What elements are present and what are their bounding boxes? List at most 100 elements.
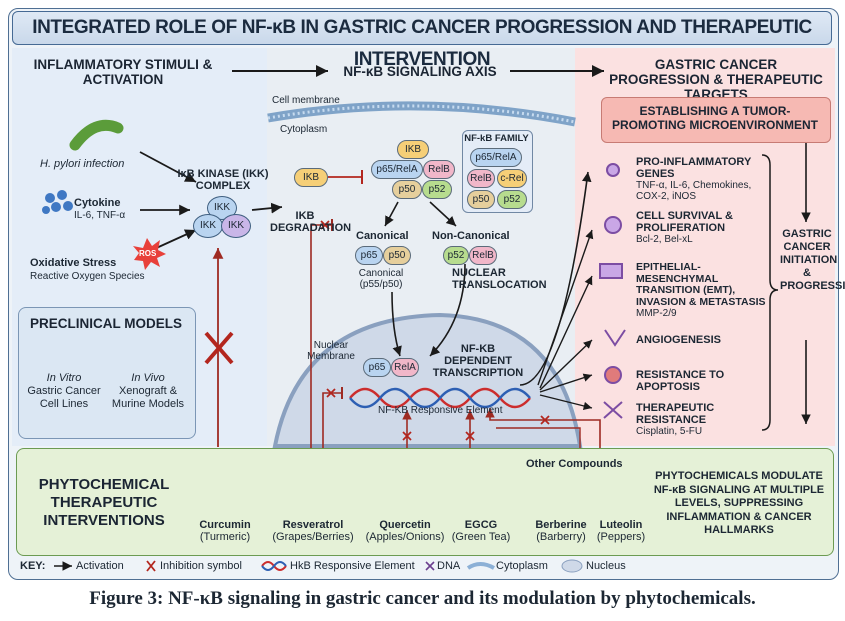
compound-name: Luteolin [599, 519, 643, 531]
compound-name: Resveratrol [282, 519, 344, 531]
gastric-cancer-label: GASTRIC CANCER INITIATION & PROGRESSION [780, 228, 845, 292]
nucleus-p65-pill: p65 [363, 358, 391, 377]
ikk-unit-top: IKK [207, 196, 237, 220]
compound-source: (Barberry) [536, 531, 586, 543]
outcome-apoptosis: RESISTANCE TO APOPTOSIS [636, 369, 766, 393]
family-p50-pill: p50 [467, 190, 495, 209]
invivo-line-3: Murine Models [111, 398, 185, 410]
stimulus-cytokine-sub: IL-6, TNF-α [74, 210, 126, 221]
outcome-cell-survival: CELL SURVIVAL & PROLIFERATION Bcl-2, Bel… [636, 210, 766, 245]
key-inhibition: Inhibition symbol [160, 560, 242, 572]
microenvironment-label: ESTABLISHING A TUMOR-PROMOTING MICROENVI… [612, 104, 818, 132]
complex-relb-pill: RelB [423, 160, 455, 179]
microenvironment-box [601, 97, 831, 143]
family-p52-pill: p52 [497, 190, 527, 209]
responsive-element-label: NF-KB Responsive Element [378, 405, 503, 416]
invitro-line-1: In Vitro [46, 372, 82, 384]
nucleus-rela-pill: RelA [391, 358, 419, 377]
cell-membrane-label: Cell membrane [272, 95, 340, 106]
middle-section-header: NF-κB SIGNALING AXIS [343, 64, 497, 79]
invitro-line-3: Cell Lines [39, 398, 89, 410]
outcome-title: THERAPEUTIC RESISTANCE [636, 402, 715, 426]
outcome-title: PRO-INFLAMMATORY GENES [636, 156, 752, 180]
cell-membrane-shape [267, 101, 576, 127]
nucleus-shape [272, 312, 583, 448]
invivo-line-1: In Vivo [131, 372, 165, 384]
invitro-label: In Vitro Gastric Cancer Cell Lines [24, 372, 104, 411]
noncanonical-relb-pill: RelB [469, 246, 497, 265]
noncanonical-p52-pill: p52 [443, 246, 469, 265]
compound-source: (Peppers) [596, 531, 646, 543]
outcome-icons [599, 163, 626, 419]
ikb-degradation-label: IKB DEGRADATION [270, 210, 352, 234]
key-nucleus: Nucleus [586, 560, 626, 572]
complex-ikb-pill: IKB [397, 140, 429, 159]
compound-berberine: Berberine (Barberry) [530, 519, 592, 543]
transcription-label: NF-KB DEPENDENT TRANSCRIPTION [432, 343, 524, 379]
compound-resveratrol: Resveratrol (Grapes/Berries) [268, 519, 358, 543]
complex-p50-pill: p50 [392, 180, 422, 199]
compound-name: Curcumin [199, 519, 251, 531]
canonical-p50-pill: p50 [383, 246, 411, 265]
complex-p52-pill: p52 [422, 180, 452, 199]
compound-quercetin: Quercetin (Apples/Onions) [360, 519, 450, 543]
canonical-sub: Canonical (p55/p50) [358, 268, 404, 290]
key-legend: KEY: Activation Inhibition symbol HkB Re… [16, 557, 832, 576]
family-relb-pill: RelB [467, 169, 495, 188]
outcome-therapeutic-resistance: THERAPEUTIC RESISTANCE Cisplatin, 5-FU [636, 402, 766, 437]
cytokine-icon [42, 190, 73, 214]
key-label: KEY: [20, 560, 46, 572]
key-responsive-element: HkB Responsive Element [290, 560, 415, 572]
canonical-p65-pill: p65 [355, 246, 383, 265]
ros-badge: ROS [139, 249, 157, 258]
invivo-line-2: Xenograft & [118, 385, 178, 397]
invivo-label: In Vivo Xenograft & Murine Models [106, 372, 190, 411]
compound-name: Quercetin [379, 519, 431, 531]
ikk-unit-right: IKK [221, 214, 251, 238]
outcome-sub: Cisplatin, 5-FU [636, 426, 703, 437]
outcome-angiogenesis: ANGIOGENESIS [636, 334, 766, 346]
left-section-header: INFLAMMATORY STIMULI & ACTIVATION [33, 57, 213, 87]
key-activation: Activation [76, 560, 124, 572]
compound-egcg: EGCG (Green Tea) [445, 519, 517, 543]
nfkb-family-title: NF-kB FAMILY [464, 133, 529, 144]
ikk-complex-label: IκB KINASE (IKK) COMPLEX [177, 168, 269, 192]
phytochemical-panel [16, 448, 834, 556]
compound-luteolin: Luteolin (Peppers) [593, 519, 649, 543]
compound-curcumin: Curcumin (Turmeric) [190, 519, 260, 543]
compound-source: (Green Tea) [451, 531, 511, 543]
compound-source: (Apples/Onions) [365, 531, 445, 543]
key-cytoplasm: Cytoplasm [496, 560, 548, 572]
ros-burst-icon [133, 238, 166, 270]
family-crel-pill: c-Rel [497, 169, 527, 188]
stimulus-oxidative-label: Oxidative Stress [30, 257, 117, 269]
right-section-header: GASTRIC CANCER PROGRESSION & THERAPEUTIC… [609, 57, 823, 102]
outcome-title: ANGIOGENESIS [636, 334, 721, 346]
other-compounds-label: Other Compounds [526, 458, 623, 470]
nuclear-membrane-label: Nuclear Membrane [307, 340, 355, 362]
big-inhibition-x [204, 331, 234, 365]
outcome-sub: MMP-2/9 [636, 308, 677, 319]
preclinical-title: PRECLINICAL MODELS [29, 316, 182, 331]
outcome-sub: Bcl-2, Bel-xL [636, 234, 693, 245]
compound-source: (Grapes/Berries) [272, 531, 354, 543]
key-dna: DNA [437, 560, 461, 572]
phyto-summary: PHYTOCHEMICALS MODULATE NF-κB SIGNALING … [653, 470, 825, 536]
nuclear-translocation-label: NUCLEAR TRANSLOCATION [452, 267, 547, 291]
cytoplasm-label: Cytoplasm [280, 124, 328, 135]
outcome-title: EPITHELIAL-MESENCHYMAL TRANSITION (EMT),… [636, 261, 766, 308]
outcome-title: CELL SURVIVAL & PROLIFERATION [636, 210, 733, 234]
outcome-title: RESISTANCE TO APOPTOSIS [636, 369, 725, 393]
figure-title-banner: INTEGRATED ROLE OF NF-κB IN GASTRIC CANC… [12, 11, 832, 70]
stimulus-oxidative-sub: Reactive Oxygen Species [30, 271, 145, 282]
figure-caption: Figure 3: NF-κB signaling in gastric can… [89, 588, 756, 609]
canonical-label: Canonical [356, 230, 409, 242]
invitro-line-2: Gastric Cancer [27, 385, 101, 397]
family-p65-pill: p65/RelA [470, 148, 522, 167]
preclinical-models-box [18, 307, 196, 439]
complex-p65-pill: p65/RelA [371, 160, 423, 179]
compound-name: EGCG [464, 519, 498, 531]
noncanonical-label: Non-Canonical [432, 230, 510, 242]
figure-title: INTEGRATED ROLE OF NF-κB IN GASTRIC CANC… [32, 17, 812, 70]
ikk-unit-left: IKK [193, 214, 223, 238]
